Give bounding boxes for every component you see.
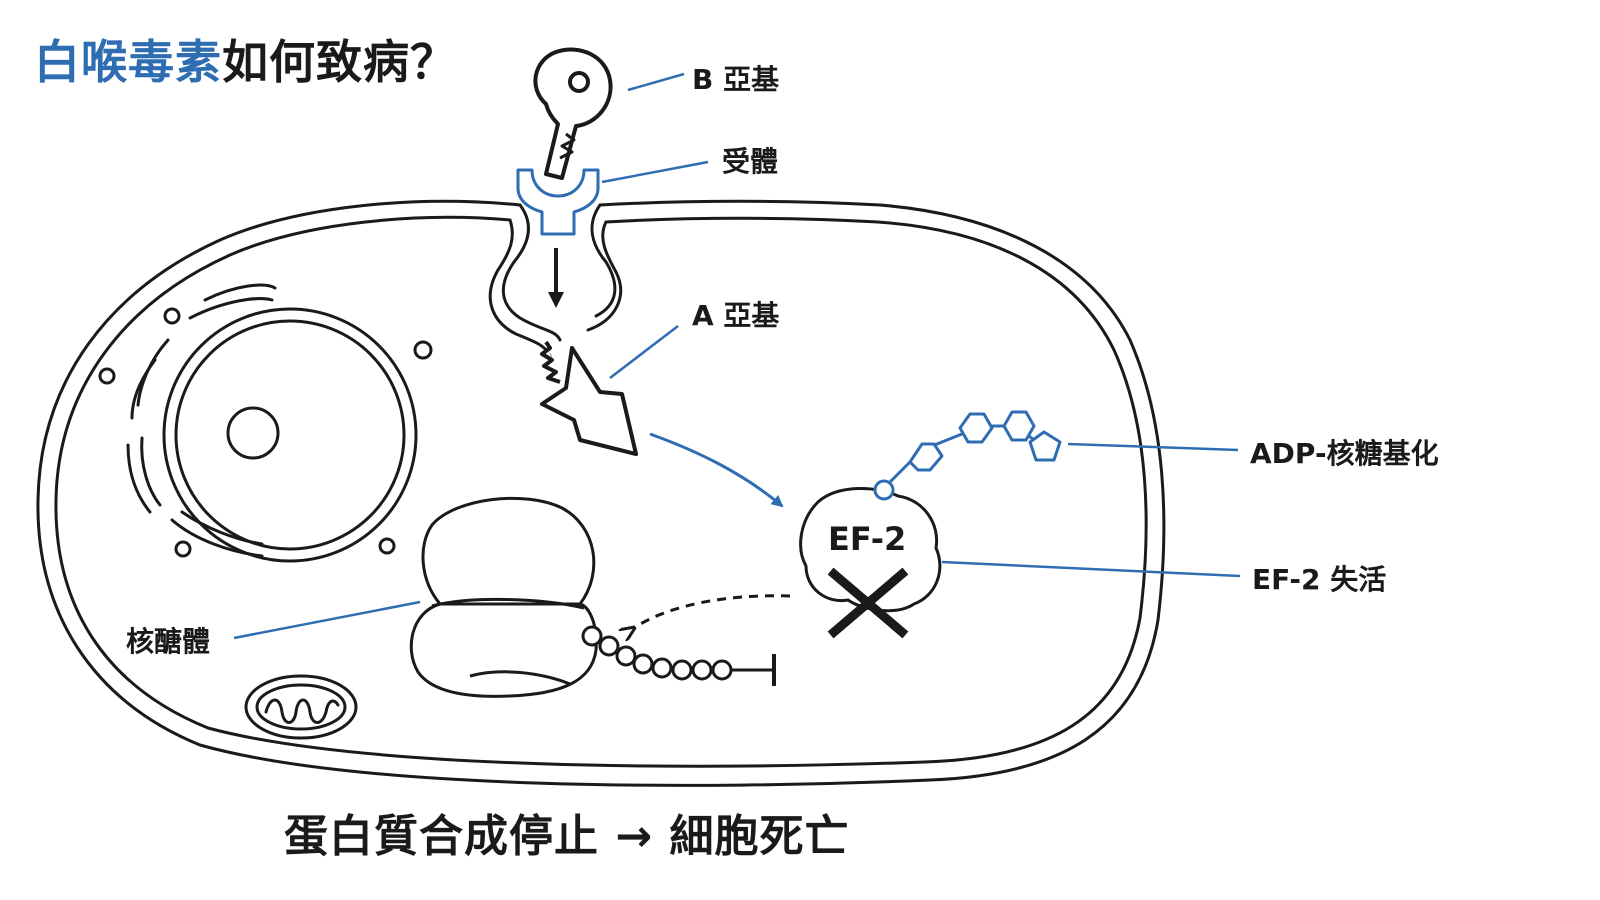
- title-accent: 白喉毒素: [34, 35, 222, 89]
- callout-lines: [233, 72, 1241, 640]
- adp-ribose-chain: [873, 410, 1062, 501]
- inactivation-x-icon: [827, 567, 909, 639]
- endosome-pit-left-inner: [488, 218, 552, 358]
- cell-membrane: [36, 199, 1166, 787]
- label-ribosome: 核醣體: [126, 625, 211, 658]
- label-a-subunit: A 亞基: [692, 299, 780, 332]
- nucleolus: [226, 406, 280, 460]
- ribosome-groove-2: [469, 670, 571, 686]
- page-title: 白喉毒素如何致病？: [34, 26, 457, 92]
- adp-ribose-pentagon: [1028, 430, 1062, 462]
- callout-ef2-inactivation: [941, 560, 1241, 578]
- endoplasmic-reticulum: [126, 283, 277, 558]
- mitochondrion: [244, 674, 358, 740]
- endosome-pit-right: [590, 203, 617, 318]
- vesicles: [98, 307, 433, 558]
- label-b-subunit: B 亞基: [692, 63, 780, 96]
- callout-receptor: [601, 160, 709, 184]
- cell-membrane-inner: [54, 215, 1148, 768]
- ef2-label: EF-2: [828, 520, 907, 558]
- adp-ribose-anchor: [873, 479, 895, 501]
- ribosome: [409, 496, 598, 698]
- b-subunit-key-icon: [533, 47, 613, 180]
- adp-ribose-hex: [1002, 410, 1036, 442]
- endosome-pit-right-inner: [586, 220, 623, 332]
- nucleus: [162, 307, 418, 563]
- cell-membrane-outer: [36, 199, 1166, 787]
- label-ef2-inactivation: EF-2 失活: [1252, 563, 1387, 596]
- receptor-icon: [516, 168, 600, 236]
- endosome-pit-left: [501, 203, 562, 342]
- label-receptor: 受體: [722, 145, 779, 178]
- ribosome-large-subunit: [421, 496, 596, 606]
- callout-b-subunit: [627, 72, 685, 92]
- polypeptide-chain: [581, 625, 776, 686]
- a-subunit-icon: [540, 340, 638, 456]
- dashed-arrow-ef2-to-ribosome: [634, 594, 791, 628]
- callout-adp-ribosylation: [1067, 442, 1239, 452]
- label-adp-ribosylation: ADP-核糖基化: [1250, 437, 1439, 470]
- a-subunit-to-ef2-arrow: [649, 432, 784, 508]
- callout-a-subunit: [609, 325, 679, 379]
- conclusion-caption: 蛋白質合成停止 → 細胞死亡: [284, 811, 850, 862]
- title-rest: 如何致病？: [222, 35, 457, 89]
- callout-ribosome: [233, 600, 421, 640]
- ribosome-groove: [431, 597, 585, 610]
- adp-ribose-hex: [958, 412, 994, 444]
- adp-ribose-hex: [908, 442, 944, 472]
